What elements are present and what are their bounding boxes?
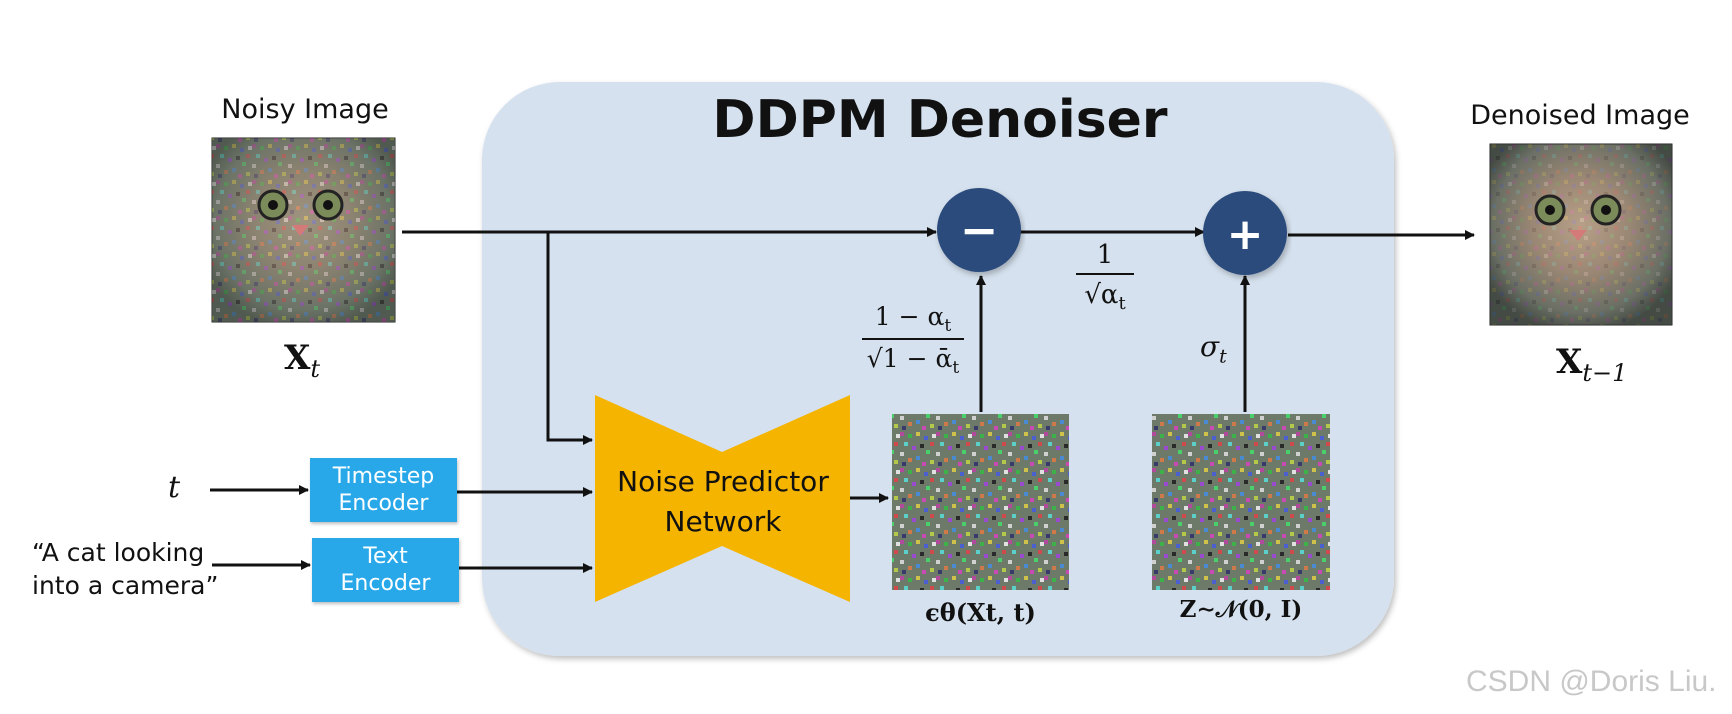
plus-symbol: + <box>1227 209 1264 260</box>
text-prompt-label: “A cat looking into a camera” <box>32 536 218 602</box>
arrow-xt-to-network <box>546 232 593 445</box>
denoised-image-symbol: Xt−1 <box>1556 342 1627 387</box>
sigma-coefficient: σt <box>1200 330 1227 368</box>
minus-coefficient-denominator: √1 − ᾱt <box>856 344 970 378</box>
sigma-text: σ <box>1200 330 1220 363</box>
noisy-symbol-subscript: t <box>310 354 321 383</box>
subtract-operator <box>937 188 1021 272</box>
sampled-noise-label: Z∼𝒩(0, I) <box>1179 596 1303 623</box>
scale-coefficient-denominator: √αt <box>1066 280 1144 314</box>
text-prompt-line1: “A cat looking <box>32 538 205 567</box>
scale-coefficient-numerator: 1 <box>1096 240 1114 270</box>
sigma-sub: t <box>1219 345 1227 368</box>
timestep-encoder: Timestep Encoder <box>310 458 457 522</box>
denoised-symbol-letter: X <box>1556 342 1583 382</box>
timestep-input-label: t <box>168 470 181 505</box>
text-encoder-line1: Text <box>363 544 408 569</box>
network-line2: Network <box>664 505 782 538</box>
minus-symbol: − <box>960 203 999 257</box>
minus-denominator-text: √1 − ᾱ <box>866 344 953 373</box>
minus-denominator-sub: t <box>952 358 960 378</box>
scale-denominator-text: √α <box>1084 280 1119 310</box>
minus-numerator-text: 1 − α <box>874 302 945 331</box>
add-operator <box>1203 191 1287 275</box>
noisy-image <box>211 137 396 323</box>
predicted-noise-image <box>892 414 1069 590</box>
minus-coefficient-numerator: 1 − αt <box>862 302 964 336</box>
predicted-noise-label: ϵθ(Xt, t) <box>925 598 1036 627</box>
watermark: CSDN @Doris Liu. <box>1466 665 1717 698</box>
noisy-image-symbol: Xt <box>284 338 320 383</box>
text-encoder-line2: Encoder <box>340 571 431 596</box>
denoised-image-caption: Denoised Image <box>1470 100 1690 131</box>
diagram-title: DDPM Denoiser <box>712 90 1168 150</box>
denoised-image <box>1489 143 1673 326</box>
noise-predictor-network-label: Noise Predictor Network <box>596 462 850 542</box>
noisy-symbol-letter: X <box>284 338 311 378</box>
minus-numerator-sub: t <box>944 316 952 336</box>
timestep-encoder-line2: Encoder <box>338 491 429 516</box>
denoised-symbol-subscript: t−1 <box>1582 358 1628 387</box>
scale-denominator-sub: t <box>1118 293 1126 315</box>
network-line1: Noise Predictor <box>617 465 829 498</box>
noise-predictor-shape <box>595 395 850 602</box>
sampled-noise-image <box>1152 414 1330 590</box>
text-encoder: Text Encoder <box>312 538 459 602</box>
flow-arrows <box>210 227 1475 573</box>
noisy-image-caption: Noisy Image <box>221 94 389 125</box>
timestep-encoder-line1: Timestep <box>332 464 435 489</box>
text-prompt-line2: into a camera” <box>32 571 219 600</box>
